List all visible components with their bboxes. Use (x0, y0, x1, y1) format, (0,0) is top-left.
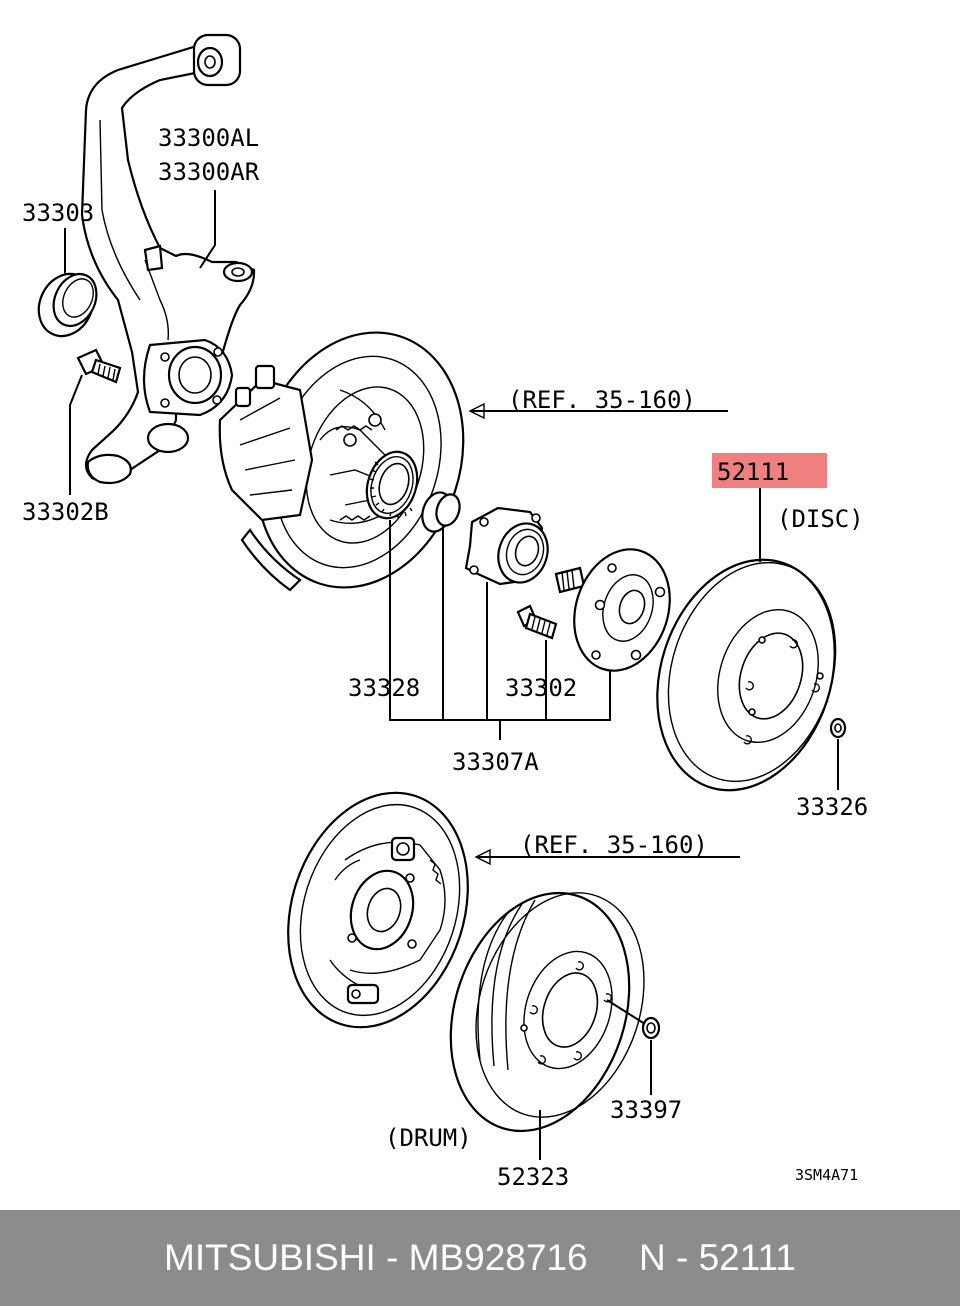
label-cap: 33303 (22, 199, 94, 227)
cap-part[interactable] (29, 265, 105, 345)
hub-bearing-part[interactable] (464, 506, 555, 589)
label-drum-part: 52323 (497, 1163, 569, 1191)
highlight-box (712, 453, 827, 488)
bolt-part[interactable] (516, 604, 558, 640)
label-ring: 33328 (348, 674, 420, 702)
drum-nut-part[interactable] (641, 1016, 661, 1040)
backing-plate-disc[interactable] (218, 305, 496, 614)
label-ref-top: (REF. 35-160) (508, 386, 696, 414)
knuckle-part[interactable] (80, 33, 256, 485)
label-diagram-code: 3SM4A71 (795, 1166, 858, 1184)
label-assembly: 33307A (452, 748, 539, 776)
label-drum: (DRUM) (385, 1124, 472, 1152)
label-nut-drum: 33397 (610, 1096, 682, 1124)
footer-part-number: MITSUBISHI - MB928716 N - 52111 (164, 1237, 796, 1278)
brake-disc-part[interactable] (629, 537, 864, 814)
brake-drum-part[interactable] (421, 870, 671, 1155)
label-highlight-part: 52111 (717, 458, 789, 486)
label-bolt-b: 33302B (22, 498, 109, 526)
abs-ring-part[interactable] (359, 445, 426, 525)
leader-lines (64, 190, 839, 1160)
label-nut-disc: 33326 (796, 793, 868, 821)
hub-flange-part[interactable] (554, 537, 685, 683)
footer-bar: MITSUBISHI - MB928716 N - 52111 (0, 1210, 960, 1306)
dust-cap-part[interactable] (418, 489, 464, 536)
label-knuckle-r: 33300AR (158, 158, 260, 186)
label-knuckle-l: 33300AL (158, 124, 259, 152)
backing-plate-drum[interactable] (259, 769, 497, 1050)
parts-diagram: 33300AL 33300AR 33303 33302B (REF. 35-16… (22, 33, 868, 1191)
label-disc: (DISC) (777, 505, 864, 533)
label-ref-bottom: (REF. 35-160) (520, 831, 708, 859)
label-bolt: 33302 (505, 674, 577, 702)
disc-nut-part[interactable] (829, 717, 847, 739)
bolt-b-part[interactable] (76, 348, 122, 384)
